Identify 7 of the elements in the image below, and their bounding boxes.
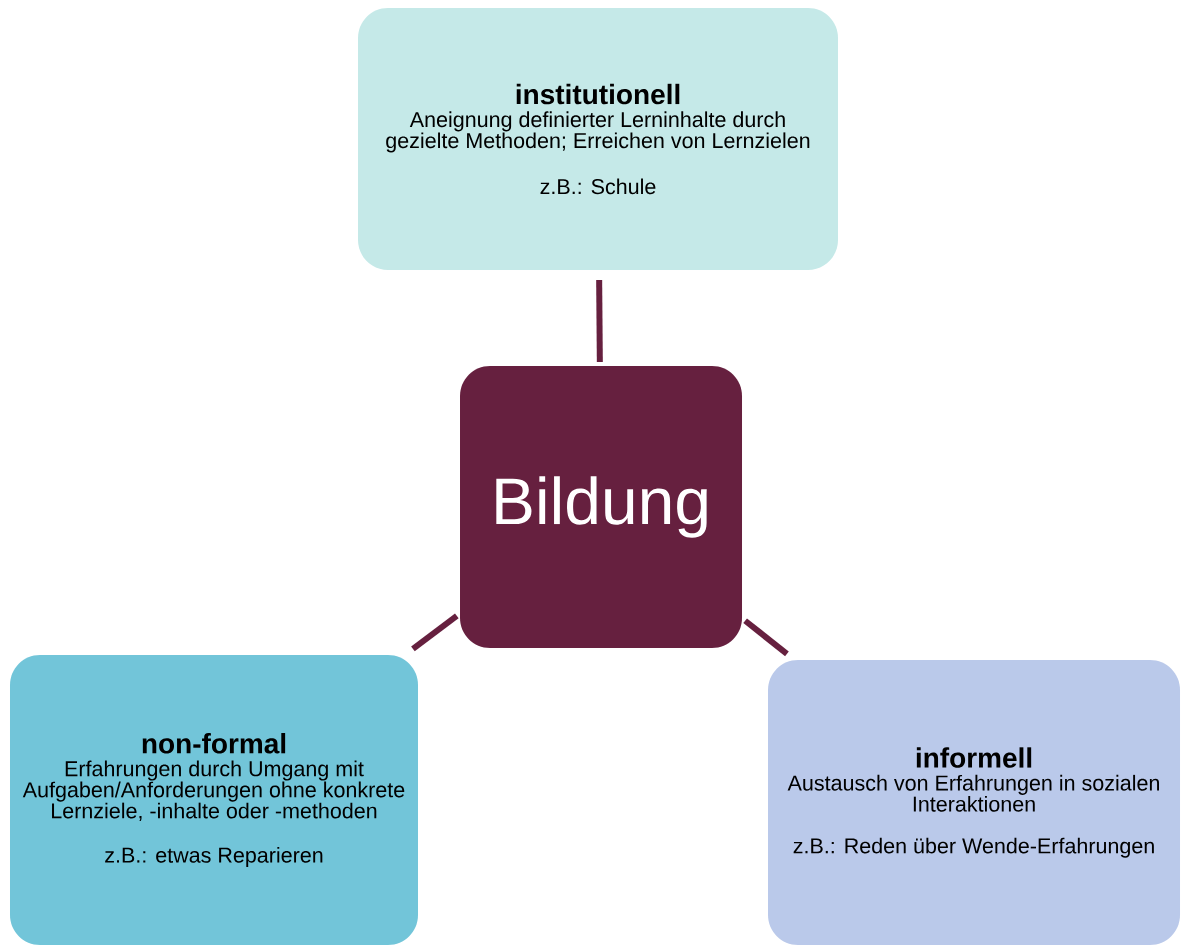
category-box: non-formal Erfahrungen durch Umgang mit Aufgaben/Anforderungen ohne konkrete Lernziele, -inhalte oder -methoden z.B.: etwas Reparieren: [10, 655, 418, 945]
category-box: institutionell Aneignung definierter Lerninhalte durch gezielte Methoden; Erreichen von Lernzielen z.B.: Schule: [358, 8, 838, 270]
connector-line: [743, 618, 789, 657]
category-box: informell Austausch von Erfahrungen in sozialen Interaktionen z.B.: Reden über Wende-Erfahrungen: [768, 660, 1180, 945]
connector-line: [596, 279, 603, 363]
connector-line: [411, 613, 459, 652]
center-box: Bildung: [460, 366, 742, 648]
